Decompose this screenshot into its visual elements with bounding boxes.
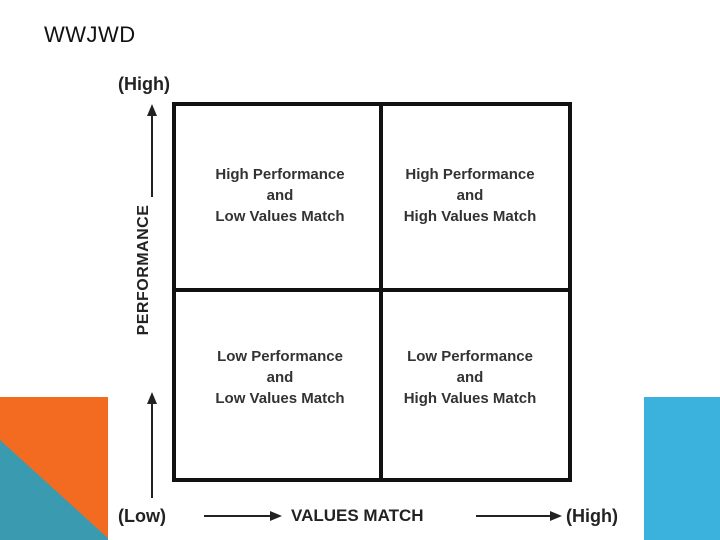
x-axis-left-arrow-icon [270,511,282,521]
quadrant-line: and [266,369,294,386]
x-axis-right-arrow-icon [550,511,562,521]
quadrant-line: Low Values Match [215,208,345,225]
slide-title: WWJWD [44,22,136,47]
decorative-teal-triangle [0,440,110,540]
quadrant-line: Low Performance [407,348,533,365]
quadrant-high-performance-low-values: High Performance and Low Values Match [180,164,380,227]
quadrant-line: and [456,369,484,386]
decorative-blue-block [640,397,720,540]
y-axis-lower-arrow-icon [147,392,157,404]
quadrant-line: Low Performance [217,348,343,365]
quadrant-line: High Values Match [403,208,537,225]
quadrant-line: Low Values Match [215,390,345,407]
y-axis-up-arrow-icon [147,104,157,116]
quadrant-high-performance-high-values: High Performance and High Values Match [370,164,570,227]
x-axis-title: VALUES MATCH [291,506,424,525]
quadrant-line: and [456,187,484,204]
y-axis-title: PERFORMANCE [135,204,152,336]
quadrant-line: and [266,187,294,204]
performance-values-matrix: (High) PERFORMANCE (Low) VALUES MATCH (H… [108,62,644,540]
quadrant-line: High Performance [405,166,535,183]
quadrant-low-performance-low-values: Low Performance and Low Values Match [180,346,380,409]
quadrant-low-performance-high-values: Low Performance and High Values Match [370,346,570,409]
x-axis-low-label: (Low) [118,506,166,526]
matrix-graphics [147,102,572,521]
x-axis-high-label: (High) [566,506,618,526]
quadrant-line: High Values Match [403,390,537,407]
quadrant-line: High Performance [215,166,345,183]
y-axis-high-label: (High) [118,74,170,94]
